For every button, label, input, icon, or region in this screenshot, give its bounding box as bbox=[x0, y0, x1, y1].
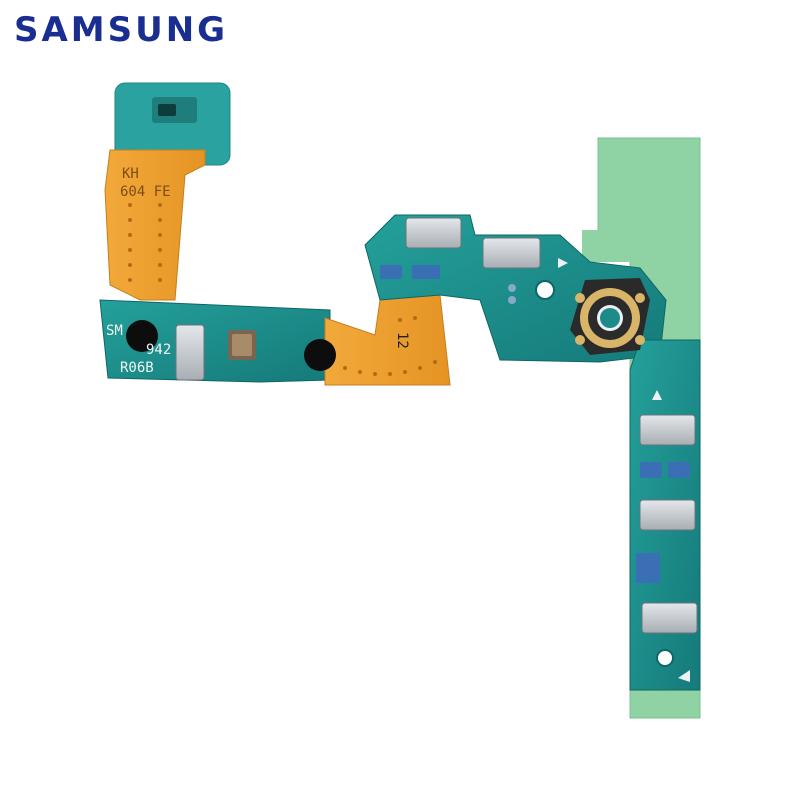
board-part: SM bbox=[106, 323, 123, 339]
flex-code-line1: KH bbox=[122, 166, 139, 182]
adhesive-left bbox=[582, 230, 640, 262]
flex-cable-vertical bbox=[104, 149, 206, 301]
flex-cable-middle bbox=[324, 294, 451, 386]
triangle-markers bbox=[558, 258, 690, 682]
board-number: 942 bbox=[146, 342, 171, 358]
mount-hole-bottom bbox=[656, 649, 674, 667]
flex-dots-middle bbox=[343, 316, 437, 376]
samsung-logo: SAMSUNG bbox=[14, 10, 229, 50]
coax-connector bbox=[570, 278, 650, 355]
flex-label: 12 bbox=[394, 332, 410, 349]
black-dot-left bbox=[126, 320, 158, 352]
mount-hole-top bbox=[535, 280, 555, 300]
smd-components bbox=[228, 265, 690, 583]
board-id: R06B bbox=[120, 360, 154, 376]
flex-dots bbox=[128, 203, 162, 282]
black-dot-middle bbox=[304, 339, 336, 371]
flex-code-line2: 604 FE bbox=[120, 184, 171, 200]
pcb-main-left bbox=[99, 299, 331, 383]
sensor-window bbox=[158, 104, 176, 116]
contact-pads bbox=[175, 217, 698, 634]
